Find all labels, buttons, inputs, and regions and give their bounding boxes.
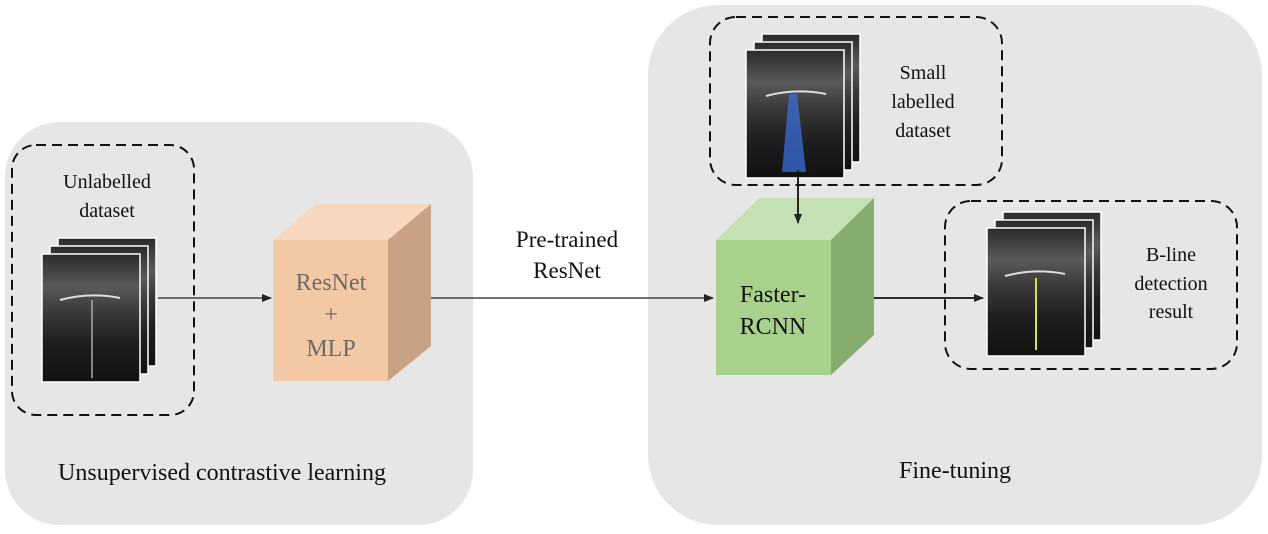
fine-tuning-caption: Fine-tuning	[899, 458, 1011, 484]
labelled-label-line1: Small	[900, 62, 947, 84]
result-box	[944, 200, 1238, 370]
unlabelled-image-stack	[41, 237, 157, 383]
labelled-label-line2: labelled	[891, 91, 954, 113]
result-label-line2: detection	[1134, 273, 1207, 295]
unlabelled-label-line2: dataset	[79, 200, 135, 222]
result-label-line1: B-line	[1146, 244, 1196, 266]
faster-rcnn-label-line1: Faster-	[740, 282, 806, 308]
faster-rcnn-label-line2: RCNN	[740, 314, 807, 340]
unlabelled-label-line1: Unlabelled	[63, 171, 151, 193]
bline-bbox-overlay	[782, 94, 806, 172]
resnet-mlp-label-line3: MLP	[306, 336, 355, 362]
labelled-image-stack	[745, 33, 861, 179]
resnet-mlp-label-line2: +	[324, 302, 338, 328]
unlabelled-dataset-box	[11, 144, 195, 416]
result-image-stack	[986, 211, 1102, 357]
pretrained-label-line1: Pre-trained	[516, 227, 619, 252]
labelled-dataset-box	[709, 16, 1003, 186]
result-label-line3: result	[1149, 301, 1194, 323]
resnet-mlp-cube	[273, 204, 431, 381]
faster-rcnn-cube	[716, 198, 874, 375]
resnet-mlp-label-line1: ResNet	[296, 270, 367, 296]
labelled-label-line3: dataset	[895, 120, 951, 142]
pretrained-label-line2: ResNet	[533, 258, 601, 283]
contrastive-learning-caption: Unsupervised contrastive learning	[58, 460, 386, 486]
